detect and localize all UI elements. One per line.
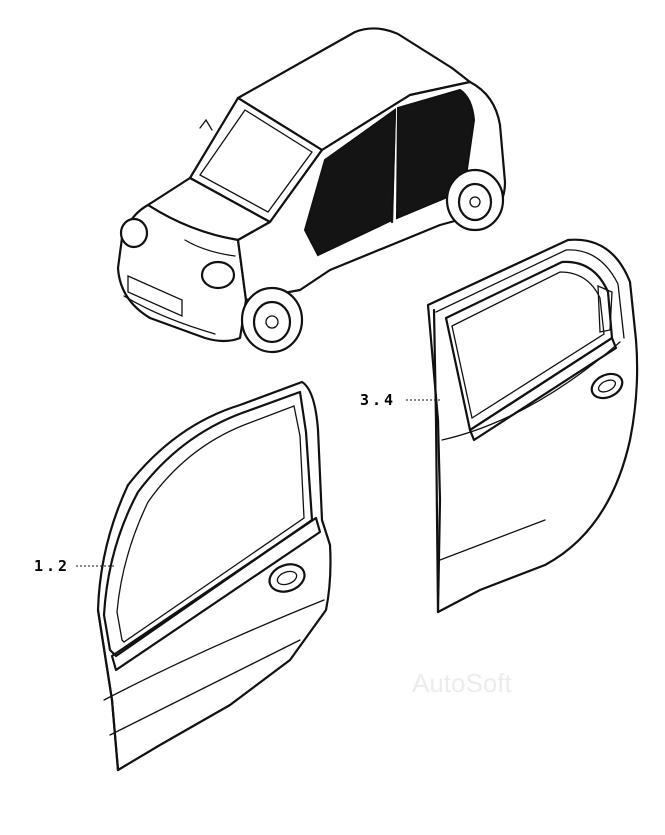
front-doors-callout: 1.2 xyxy=(34,557,71,575)
car-overview-illustration xyxy=(116,27,507,354)
watermark: AutoSoft xyxy=(412,668,512,698)
front-door-illustration xyxy=(96,380,332,772)
rear-doors-callout: 3.4 xyxy=(360,391,397,409)
rear-door-illustration xyxy=(426,238,639,614)
